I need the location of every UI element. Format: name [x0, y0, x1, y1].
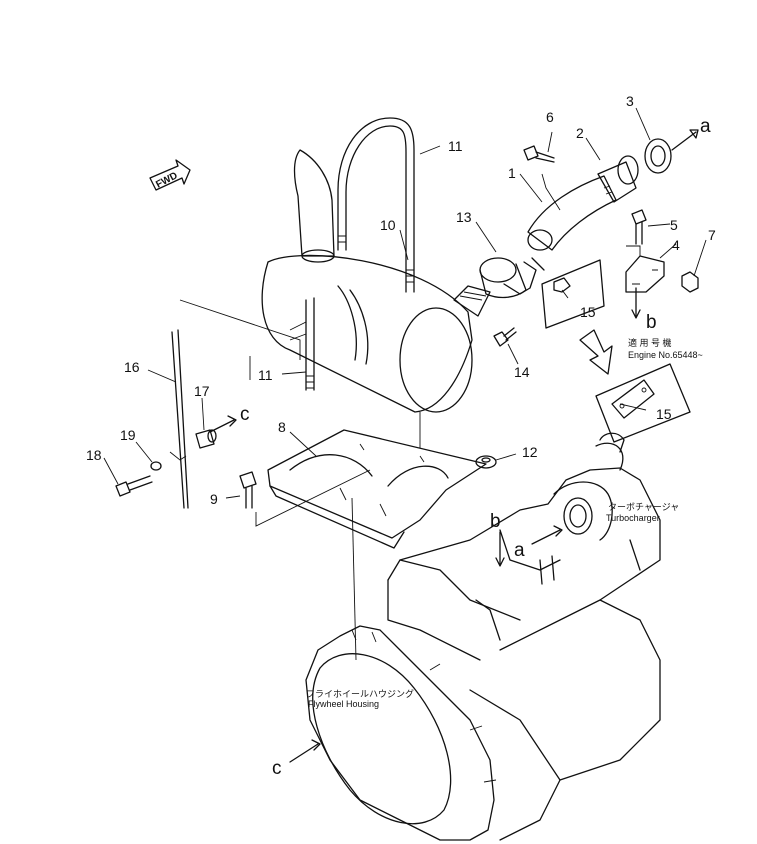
ref-arrow-a2-icon	[531, 525, 563, 545]
part-number-15a: 15	[580, 304, 596, 320]
u-bolt-bottom	[289, 297, 315, 391]
nut-7	[681, 271, 699, 293]
rod-16	[169, 329, 189, 509]
part-number-8: 8	[278, 419, 286, 435]
bolt-6	[523, 145, 555, 163]
ref-letter-c2: c	[272, 758, 282, 779]
grommet-12	[475, 455, 497, 469]
washer-19	[150, 461, 162, 471]
fwd-arrow-icon: FWD	[149, 159, 191, 191]
ref-letter-c1: c	[240, 404, 250, 425]
bolt-14	[493, 327, 517, 347]
ref-letter-b1: b	[646, 312, 657, 333]
ref-arrow-c2-icon	[289, 739, 321, 763]
leader-lines	[103, 107, 707, 499]
support-bracket	[267, 429, 487, 549]
part-number-17: 17	[194, 383, 210, 399]
ref-letter-b2: b	[490, 511, 501, 532]
part-number-13: 13	[456, 209, 472, 225]
part-number-18: 18	[86, 447, 102, 463]
ref-arrow-c1-icon	[209, 415, 237, 433]
part-number-14: 14	[514, 364, 530, 380]
part-number-5: 5	[670, 217, 678, 233]
bolt-5	[631, 209, 647, 245]
engine-block	[387, 432, 661, 841]
flywheel-label-jp: フライホイールハウジング	[306, 688, 414, 699]
turbo-label-jp: ターボチャージャ	[608, 502, 679, 512]
bolt-9	[239, 471, 257, 509]
ref-arrow-a1-icon	[671, 129, 699, 151]
part-number-16: 16	[124, 359, 140, 375]
detail-box-upper	[541, 259, 605, 329]
bracket-4	[625, 245, 665, 293]
detail-box-lower	[595, 363, 691, 443]
ref-arrow-b2-icon	[495, 531, 505, 567]
part-number-4: 4	[672, 237, 680, 253]
ref-letter-a2: a	[514, 540, 525, 561]
u-bolt-top	[337, 117, 415, 293]
part-number-9: 9	[210, 491, 218, 507]
turbo-label-en: Turbocharger	[606, 513, 660, 523]
part-number-1: 1	[508, 165, 516, 181]
spacer-17	[195, 429, 217, 449]
part-number-2: 2	[576, 125, 584, 141]
part-number-11a: 11	[448, 138, 463, 154]
part-number-3: 3	[626, 93, 634, 109]
gasket	[644, 138, 672, 174]
bolt-18	[115, 475, 153, 497]
muffler	[261, 149, 491, 413]
flywheel-housing	[305, 625, 497, 841]
ref-arrow-b1-icon	[631, 287, 641, 319]
flywheel-label-en: Flywheel Housing	[308, 699, 379, 709]
guide-lines	[179, 299, 421, 661]
ref-letter-a1: a	[700, 116, 711, 137]
part-number-10: 10	[380, 217, 396, 233]
applicable-label-jp: 適 用 号 機	[628, 337, 672, 348]
part-number-6: 6	[546, 109, 554, 125]
part-number-7: 7	[708, 227, 716, 243]
part-number-15b: 15	[656, 406, 672, 422]
fwd-label: FWD	[154, 170, 179, 190]
clamp-13	[479, 257, 545, 299]
part-number-11b: 11	[258, 367, 273, 383]
exhaust-pipe	[527, 155, 639, 251]
applicable-label-en: Engine No.65448~	[628, 350, 703, 360]
part-number-19: 19	[120, 427, 136, 443]
part-number-12: 12	[522, 444, 538, 460]
detail-arrow-icon	[579, 329, 613, 375]
